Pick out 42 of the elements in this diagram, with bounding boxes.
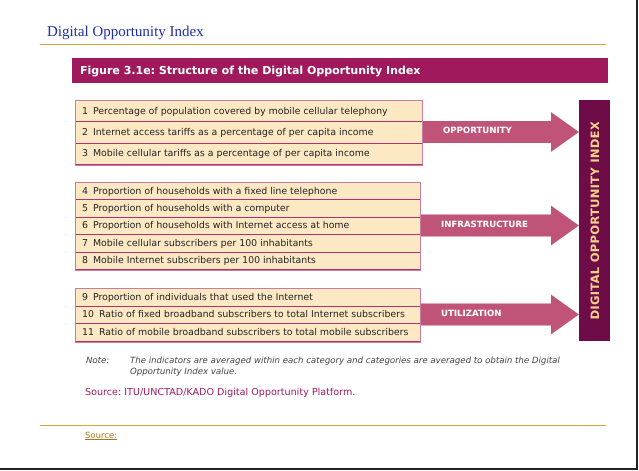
figure-heading: Figure 3.1e: Structure of the Digital Opportunity Index <box>72 58 608 83</box>
indicator-number: 2 <box>82 126 88 138</box>
indicator-group-box <box>75 182 421 271</box>
indicator-text: Ratio of fixed broadband subscribers to total Internet subscribers <box>98 309 405 320</box>
indicator-text: Internet access tariffs as a percentage of per capita income <box>92 126 374 138</box>
indicator-text: Mobile cellular subscribers per 100 inhabitants <box>92 238 313 249</box>
arrow <box>419 294 579 334</box>
indicator-row <box>76 252 420 270</box>
indicator-text: Proportion of households with Internet access at home <box>92 220 350 232</box>
indicator-text: Proportion of households with a fixed line telephone <box>92 186 338 197</box>
source-text: Source: ITU/UNCTAD/KADO Digital Opportunity Platform. <box>85 387 356 398</box>
indicator-number: 9 <box>82 292 88 303</box>
indicator-text: Percentage of population covered by mobile cellular telephony <box>92 106 388 117</box>
indicator-number: 5 <box>82 203 88 214</box>
indicator-number: 10 <box>82 309 94 320</box>
indicator-text: Ratio of mobile broadband subscribers to total mobile subscribers <box>98 326 408 338</box>
arrow <box>421 112 579 152</box>
edge-label: INFRASTRUCTURE <box>441 220 528 230</box>
indicator-text: Mobile Internet subscribers per 100 inhabitants <box>92 255 316 266</box>
note-text: The indicators are averaged within each category and categories are averaged to obtain the Digital Opportunity Index value. <box>130 356 561 378</box>
indicator-group-box <box>75 288 421 343</box>
indicator-number: 1 <box>82 106 88 117</box>
edge-label: OPPORTUNITY <box>443 126 512 136</box>
arrow <box>419 206 579 246</box>
index-bar <box>579 100 610 341</box>
page-title: Digital Opportunity Index <box>47 24 204 41</box>
indicator-number: 6 <box>82 220 88 232</box>
indicator-row <box>76 306 420 324</box>
indicator-text: Mobile cellular tariffs as a percentage of per capita income <box>92 148 370 160</box>
index-title: DIGITAL OPPORTUNITY INDEX <box>588 121 602 320</box>
indicator-text: Proportion of households with a computer <box>92 203 290 214</box>
edge-label: UTILIZATION <box>441 308 502 318</box>
indicator-number: 7 <box>82 238 88 249</box>
indicator-number: 11 <box>82 326 94 338</box>
note-label: Note: <box>86 356 110 366</box>
indicator-number: 3 <box>82 148 88 160</box>
indicator-number: 4 <box>82 186 88 197</box>
indicator-number: 8 <box>82 255 88 266</box>
source-link: Source: <box>85 431 118 441</box>
indicator-row <box>76 218 420 236</box>
indicator-group-box <box>75 100 423 166</box>
indicator-text: Proportion of individuals that used the Internet <box>92 292 313 303</box>
